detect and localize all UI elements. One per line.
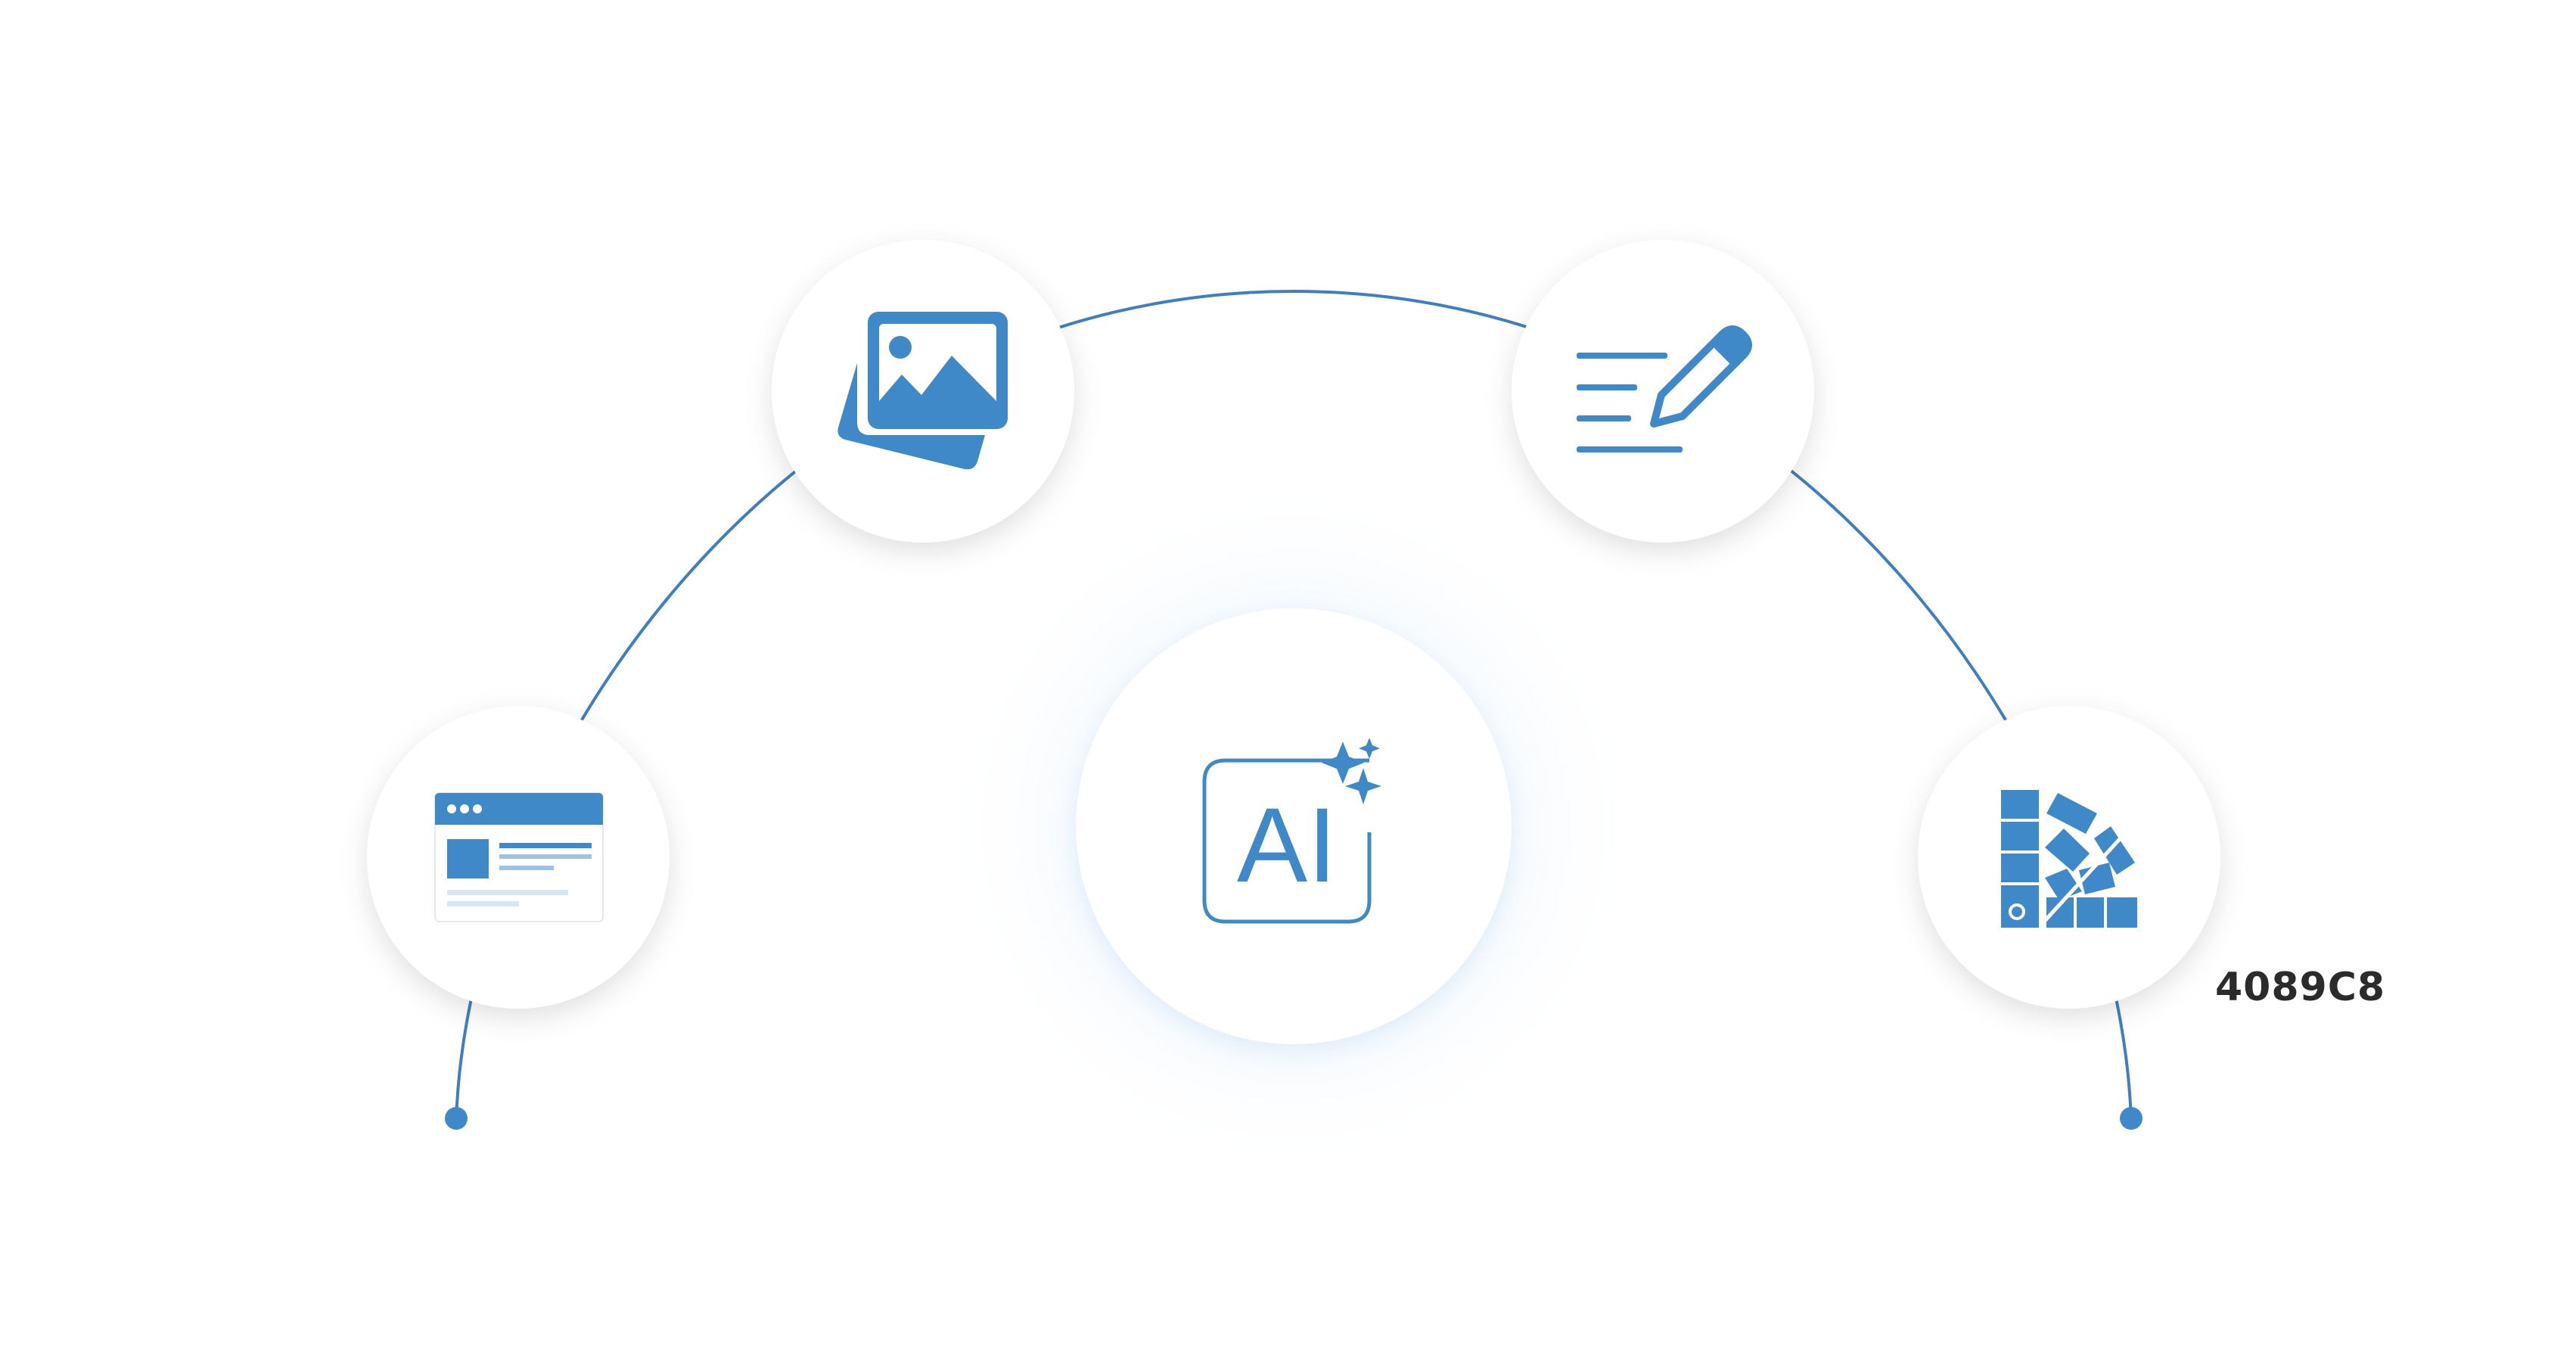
ai-center-node[interactable]: AI <box>1076 608 1512 1044</box>
image-gallery-icon <box>837 312 1008 470</box>
ai-sparkle-icon: AI <box>1202 738 1381 924</box>
arc-endpoint-right <box>2120 1107 2143 1130</box>
text-edit-pencil-icon <box>1577 325 1752 452</box>
arc-endpoint-left <box>445 1107 468 1130</box>
palette-node[interactable] <box>1918 706 2220 1009</box>
color-swatch-fan-icon <box>2001 790 2137 928</box>
ai-label: AI <box>1237 785 1337 904</box>
webpage-node[interactable] <box>367 706 670 1009</box>
browser-window-icon <box>434 792 604 922</box>
images-node[interactable] <box>772 240 1074 543</box>
writing-node[interactable] <box>1512 240 1814 543</box>
color-hex-label: 4089C8 <box>2215 965 2386 1010</box>
